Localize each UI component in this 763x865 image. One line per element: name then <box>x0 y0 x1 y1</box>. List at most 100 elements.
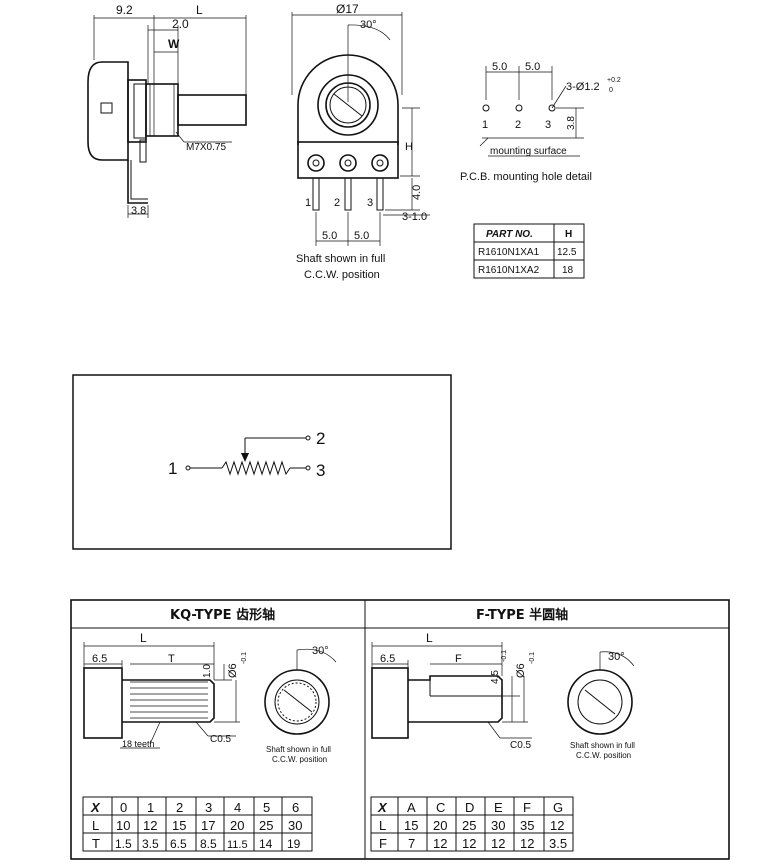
table-header-part-no: PART NO. <box>486 229 533 240</box>
f-caption-line1: Shaft shown in full <box>570 741 635 750</box>
pcb-pin-3: 3 <box>545 119 551 131</box>
kq-dia-tol: -0.1 <box>241 652 248 664</box>
kq-shaft-drawing: L 6.5 T 1.0 Ø6 -0.1 C0.5 18 teeth 30° Sh… <box>83 631 337 764</box>
f-dim-6-5: 6.5 <box>380 653 395 665</box>
f-table-f-d: 12 <box>462 836 476 851</box>
kq-table-t-0: 1.5 <box>115 837 132 851</box>
kq-table-header-4: 4 <box>234 800 241 815</box>
kq-table-t-6: 19 <box>287 837 301 851</box>
pcb-dim-5-0-right: 5.0 <box>525 61 540 73</box>
kq-table-t-5: 14 <box>259 837 273 851</box>
f-table-l-d: 25 <box>462 818 476 833</box>
kq-table-row-t-label: T <box>92 836 100 851</box>
part-number-table: PART NO. H R1610N1XA1 12.5 R1610N1XA2 18 <box>473 223 585 279</box>
f-dia-6: Ø6 <box>515 663 527 678</box>
shaft-types-panel: KQ-TYPE 齿形轴 F-TYPE 半圆轴 <box>70 599 730 860</box>
kq-type-title: KQ-TYPE 齿形轴 <box>170 607 275 623</box>
kq-table-l-2: 15 <box>172 818 186 833</box>
thread-label: M7X0.75 <box>186 142 226 153</box>
pcb-pin-1: 1 <box>482 119 488 131</box>
kq-dia-6: Ø6 <box>227 663 239 678</box>
kq-table-l-0: 10 <box>116 818 130 833</box>
f-table-l-e: 30 <box>491 818 505 833</box>
caption-ccw: C.C.W. position <box>304 269 380 281</box>
f-dim-4-5-tol: -0.1 <box>501 650 508 662</box>
hole-label: 3-Ø1.2 <box>566 81 600 93</box>
table-cell-h-2: 18 <box>562 265 574 276</box>
kq-caption-line2: C.C.W. position <box>272 755 327 764</box>
f-table-l-c: 20 <box>433 818 447 833</box>
pcb-dim-3-8: 3.8 <box>566 116 577 130</box>
kq-table-header-0: 0 <box>120 800 127 815</box>
pin-3: 3 <box>367 197 373 209</box>
table-cell-part-2: R1610N1XA2 <box>478 265 540 276</box>
mounting-surface-label: mounting surface <box>490 146 567 157</box>
kq-table-header-2: 2 <box>176 800 183 815</box>
f-caption-line2: C.C.W. position <box>576 751 631 760</box>
kq-angle-30: 30° <box>312 645 329 657</box>
kq-dim-6-5: 6.5 <box>92 653 107 665</box>
kq-teeth: 18 teeth <box>122 739 155 749</box>
f-dimension-table: X A C D E F G L 15 20 25 30 35 12 F 7 12… <box>370 796 574 852</box>
dim-w: W <box>168 37 180 51</box>
f-dim-l: L <box>426 631 433 645</box>
kq-table-t-1: 3.5 <box>142 837 159 851</box>
kq-table-header-3: 3 <box>205 800 212 815</box>
kq-table-header-1: 1 <box>147 800 154 815</box>
table-cell-part-1: R1610N1XA1 <box>478 247 540 258</box>
dim-5-0-left: 5.0 <box>322 230 337 242</box>
f-table-f-c: 12 <box>433 836 447 851</box>
dim-l: L <box>196 3 203 17</box>
kq-table-header-x: X <box>90 800 101 815</box>
kq-dim-1-0: 1.0 <box>202 664 213 678</box>
f-table-row-l-label: L <box>379 818 386 833</box>
dim-9-2: 9.2 <box>116 3 133 17</box>
f-table-f-f: 12 <box>520 836 534 851</box>
angle-30: 30° <box>360 19 377 31</box>
kq-table-header-5: 5 <box>263 800 270 815</box>
f-angle-30: 30° <box>608 651 625 663</box>
kq-table-l-4: 20 <box>230 818 244 833</box>
pcb-detail: 5.0 5.0 3-Ø1.2 +0.2 0 1 2 3 3.8 mounting… <box>460 61 621 183</box>
kq-table-l-1: 12 <box>143 818 157 833</box>
kq-table-l-6: 30 <box>288 818 302 833</box>
kq-caption-line1: Shaft shown in full <box>266 745 331 754</box>
schematic-pin-1: 1 <box>168 459 177 478</box>
f-table-l-a: 15 <box>404 818 418 833</box>
pcb-pin-2: 2 <box>515 119 521 131</box>
dim-h: H <box>405 141 413 153</box>
pcb-caption: P.C.B. mounting hole detail <box>460 171 592 183</box>
f-type-title: F-TYPE 半圆轴 <box>476 607 568 623</box>
hole-tol-lower: 0 <box>609 87 613 94</box>
kq-chamfer: C0.5 <box>210 734 232 745</box>
f-table-header-c: C <box>436 800 445 815</box>
kq-table-header-6: 6 <box>292 800 299 815</box>
dim-4-0: 4.0 <box>411 185 423 200</box>
pin-1: 1 <box>305 197 311 209</box>
table-cell-h-1: 12.5 <box>557 247 577 258</box>
f-shaft-drawing: L 6.5 F 4.5 -0.1 Ø6 -0.1 C0.5 30° Shaft … <box>371 631 635 760</box>
dia-17: Ø17 <box>336 2 359 16</box>
f-table-header-d: D <box>465 800 474 815</box>
kq-table-t-3: 8.5 <box>200 837 217 851</box>
f-table-header-g: G <box>553 800 563 815</box>
caption-shaft: Shaft shown in full <box>296 253 385 265</box>
f-dia-tol: -0.1 <box>529 652 536 664</box>
f-table-header-e: E <box>494 800 503 815</box>
kq-table-l-3: 17 <box>201 818 215 833</box>
hole-tol-upper: +0.2 <box>607 77 621 84</box>
kq-table-row-l-label: L <box>92 818 99 833</box>
kq-dim-t: T <box>168 653 175 665</box>
f-table-l-f: 35 <box>520 818 534 833</box>
f-table-f-g: 3.5 <box>549 836 567 851</box>
schematic-box: 1 2 3 <box>72 374 452 550</box>
front-view: Ø17 30° 1 2 3 H 4.0 3-1.0 5.0 <box>291 2 430 281</box>
f-table-header-a: A <box>407 800 416 815</box>
kq-dim-l: L <box>140 631 147 645</box>
dim-3-8-side: 3.8 <box>131 205 146 217</box>
kq-dimension-table: X 0 1 2 3 4 5 6 L 10 12 15 17 20 25 30 T… <box>82 796 313 852</box>
f-dim-f: F <box>455 653 462 665</box>
dim-3-1-0: 3-1.0 <box>402 211 427 223</box>
